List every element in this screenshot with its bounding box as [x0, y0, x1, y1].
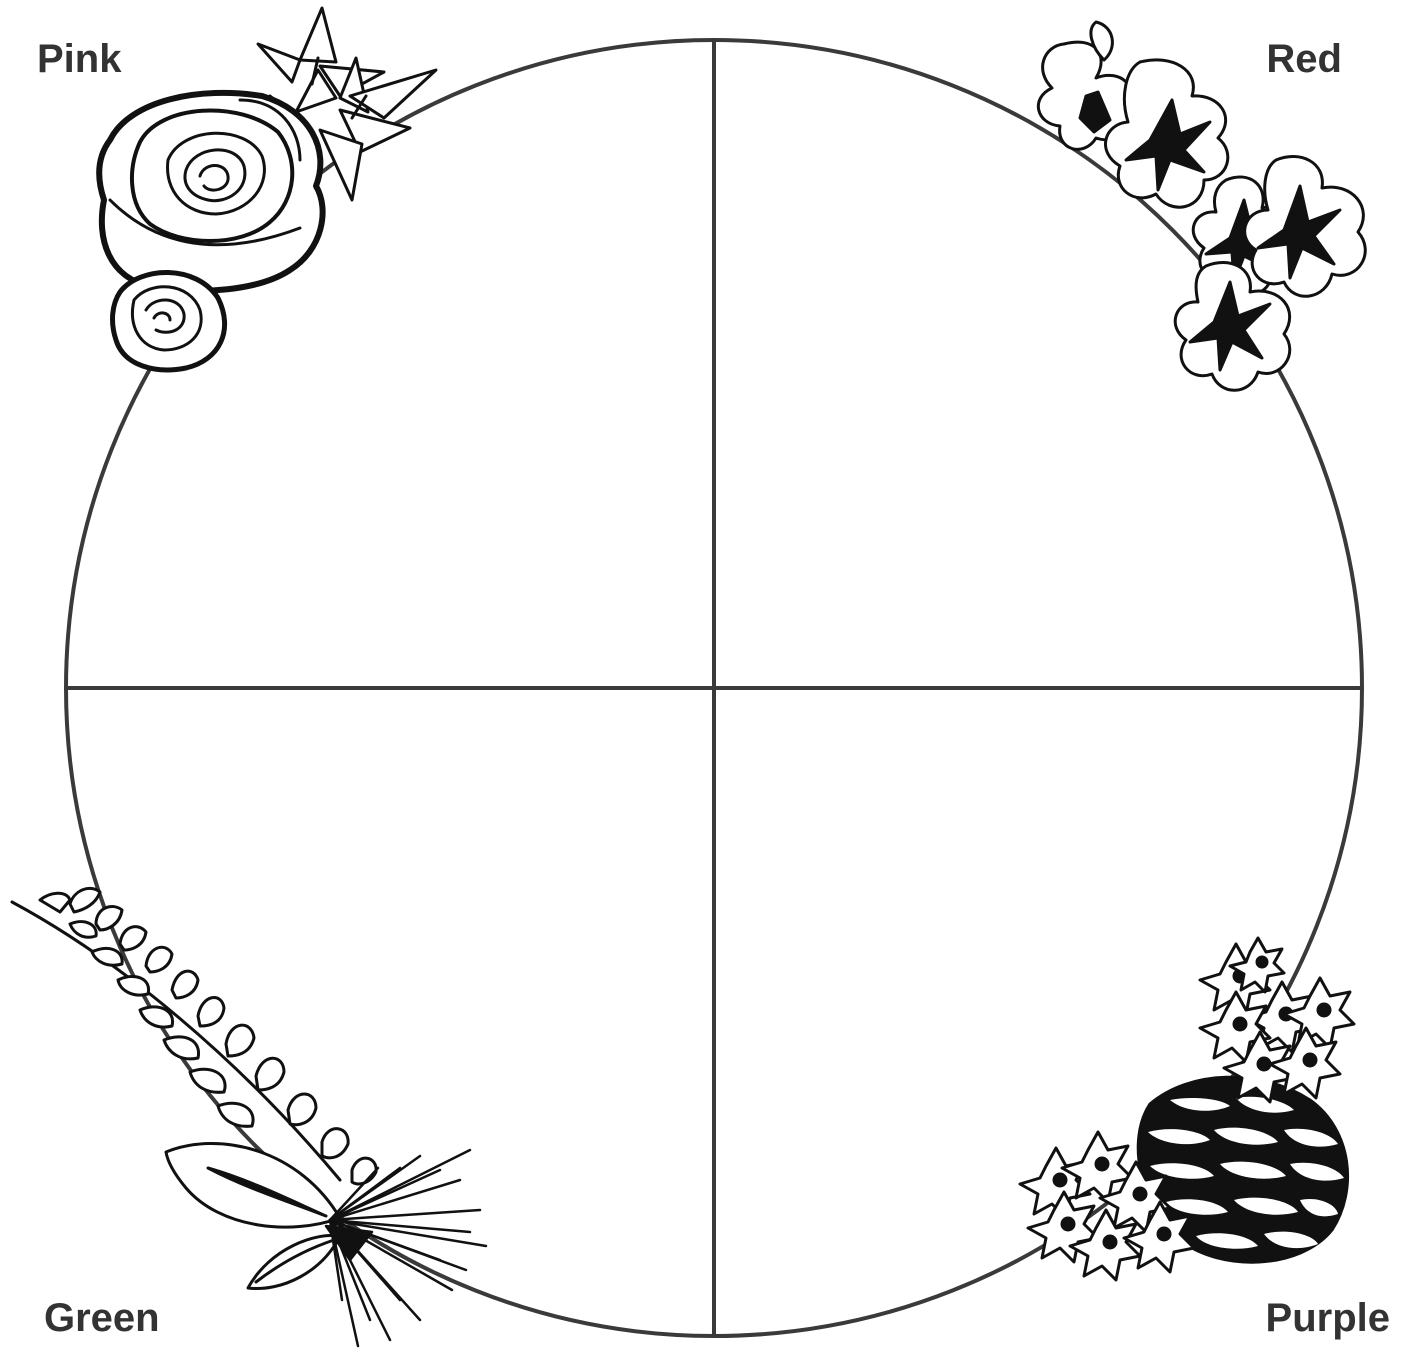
large-rose-icon [99, 93, 322, 291]
fern-and-pine-icon [12, 888, 486, 1346]
quadrant-label-pink: Pink [37, 39, 121, 79]
rose-and-lily-icon [99, 8, 436, 370]
small-rose-icon [113, 272, 225, 369]
pinecone-and-blossom-icon [1020, 938, 1354, 1280]
quadrant-label-purple: Purple [1266, 1298, 1390, 1338]
quadrant-label-green: Green [44, 1298, 160, 1338]
quadrant-label-red: Red [1266, 39, 1342, 79]
pansy-flower-4 [1245, 156, 1366, 296]
leaf-icon [166, 1143, 340, 1288]
pine-needle-icon [326, 1150, 486, 1346]
fern-icon [12, 888, 376, 1183]
